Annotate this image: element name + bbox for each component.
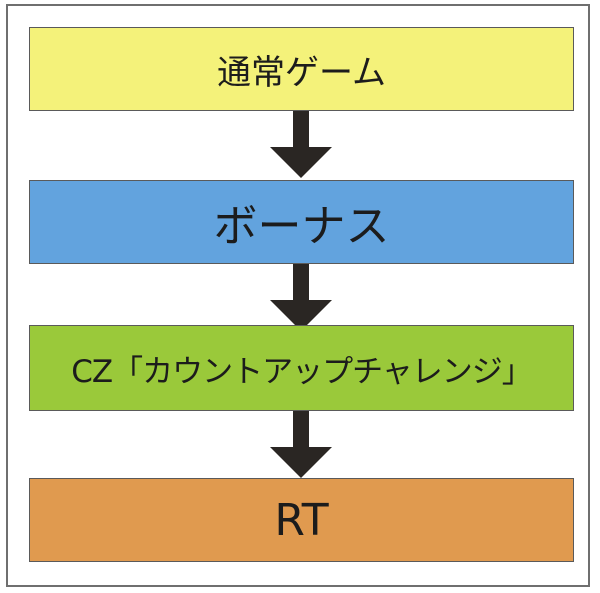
arrow-down-icon (270, 264, 332, 331)
node-rt: RT (29, 478, 574, 562)
arrow-down-icon (270, 111, 332, 178)
node-cz-countup-challenge: CZ「カウントアップチャレンジ」 (29, 325, 574, 411)
node-bonus-label: ボーナス (213, 201, 390, 252)
node-bonus: ボーナス (29, 180, 574, 264)
node-rt-label: RT (274, 494, 329, 546)
node-cz-countup-challenge-label: CZ「カウントアップチャレンジ」 (71, 353, 533, 390)
node-normal-game: 通常ゲーム (29, 27, 574, 111)
arrow-down-icon (270, 411, 332, 478)
node-normal-game-label: 通常ゲーム (217, 52, 386, 93)
